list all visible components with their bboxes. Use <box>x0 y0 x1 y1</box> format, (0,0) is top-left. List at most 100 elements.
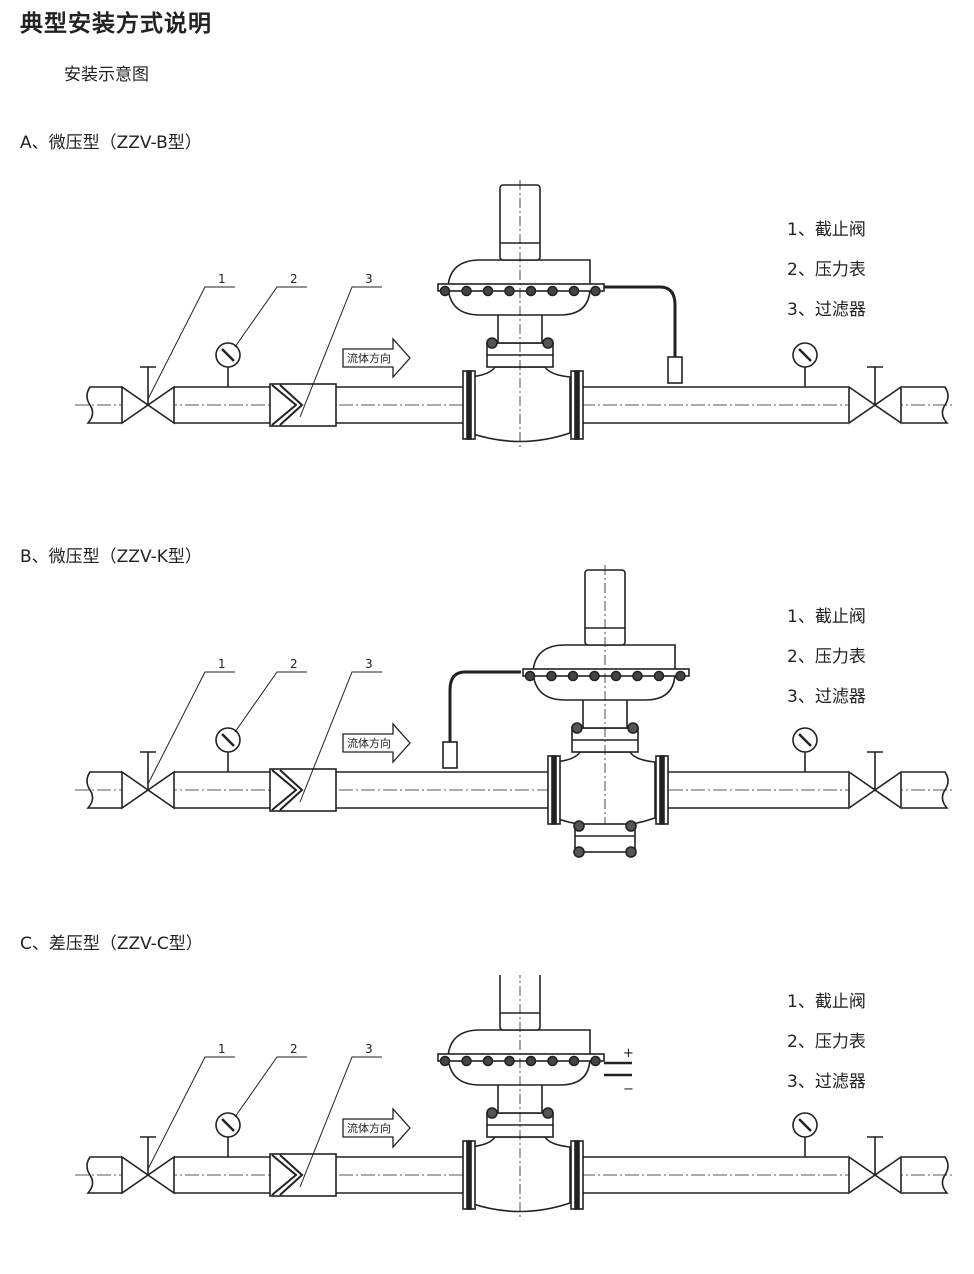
globe-valve-outlet <box>848 1136 902 1195</box>
legend-a: 1、截止阀 2、压力表 3、过滤器 <box>787 210 866 330</box>
bolt-icon <box>627 722 639 734</box>
gauge-needle-icon <box>798 348 812 362</box>
diagram-b: 流体方向 1 2 3 <box>75 565 952 858</box>
diaphragm-flange <box>522 668 690 677</box>
bolt-icon <box>571 722 583 734</box>
bolt-icon <box>573 820 585 832</box>
bolt-icon <box>546 670 557 682</box>
valve-stem-icon <box>140 1136 156 1175</box>
bolt-icon <box>589 670 600 682</box>
pressure-regulator <box>437 975 605 1220</box>
section-c-label: C、差压型（ZZV-C型） <box>20 934 203 954</box>
callout-leader-1 <box>147 671 235 785</box>
globe-valve-outlet <box>848 366 902 425</box>
lower-bonnet <box>574 823 636 853</box>
gauge-needle-icon <box>221 1118 235 1132</box>
callout-leader-3 <box>299 671 382 803</box>
bolt-icon <box>573 846 585 858</box>
bolt-icon <box>461 1055 472 1067</box>
bolt-icon <box>439 285 451 297</box>
minus-port-label: − <box>623 1082 634 1097</box>
outlet-pipe-stub <box>902 771 949 809</box>
legend-item-globe-valve: 1、截止阀 <box>787 992 866 1012</box>
bolt-icon <box>547 285 558 297</box>
pressure-gauge-outlet <box>792 1112 818 1157</box>
flange-gasket <box>574 1140 580 1210</box>
callout-leader-1 <box>147 286 235 400</box>
bolt-icon <box>482 285 494 297</box>
callout-leader-3 <box>299 286 382 418</box>
legend-item-pressure-gauge: 2、压力表 <box>787 1032 866 1052</box>
callout-number-3: 3 <box>365 272 373 286</box>
bolt-icon <box>653 670 665 682</box>
pressure-gauge-inlet <box>215 727 241 772</box>
filter-screen-icon <box>271 769 304 811</box>
legend-b: 1、截止阀 2、压力表 3、过滤器 <box>787 597 866 717</box>
bolt-icon <box>675 670 686 682</box>
legend-item-pressure-gauge: 2、压力表 <box>787 647 866 667</box>
flange-gasket <box>574 370 580 440</box>
filter-screen-icon <box>271 1154 304 1196</box>
callout-number-1: 1 <box>218 1042 226 1056</box>
flow-direction-label: 流体方向 <box>347 351 391 365</box>
diaphragm-flange <box>437 1053 605 1062</box>
bolt-icon <box>482 1055 494 1067</box>
valve-stem-icon <box>140 751 156 790</box>
flange-gasket <box>551 755 557 825</box>
legend-item-filter: 3、过滤器 <box>787 687 866 707</box>
globe-valve-outlet <box>848 751 902 810</box>
bolt-icon <box>542 337 554 349</box>
flow-direction-arrow-icon <box>342 722 411 764</box>
callout-leader-1 <box>147 1056 235 1170</box>
flange-gasket <box>466 1140 472 1210</box>
page-title: 典型安装方式说明 <box>20 11 212 37</box>
filter-screen-icon <box>271 384 304 426</box>
globe-valve-inlet <box>121 366 175 425</box>
legend-c: 1、截止阀 2、压力表 3、过滤器 <box>787 982 866 1102</box>
pressure-gauge-inlet <box>215 342 241 387</box>
inlet-pipe-stub <box>86 1156 122 1194</box>
globe-valve-inlet <box>121 1136 175 1195</box>
pressure-gauge-outlet <box>792 727 818 772</box>
flow-direction-label: 流体方向 <box>347 736 391 750</box>
flow-direction-label: 流体方向 <box>347 1121 391 1135</box>
gauge-needle-icon <box>221 348 235 362</box>
bolt-icon <box>504 285 515 297</box>
bolt-icon <box>504 1055 515 1067</box>
subtitle: 安装示意图 <box>64 65 149 85</box>
callout-number-1: 1 <box>218 657 226 671</box>
bolt-icon <box>590 285 601 297</box>
valve-stem-icon <box>867 1136 883 1175</box>
outlet-pipe-stub <box>902 1156 949 1194</box>
bolt-icon <box>542 1107 554 1119</box>
bolt-icon <box>590 1055 601 1067</box>
sensing-fitting-icon <box>667 356 683 384</box>
bolt-icon <box>525 285 537 297</box>
flow-direction-arrow-icon <box>342 337 411 379</box>
bolt-icon <box>625 820 637 832</box>
bolt-icon <box>461 285 472 297</box>
outlet-pipe-stub <box>902 386 949 424</box>
callout-number-2: 2 <box>290 1042 298 1056</box>
valve-stem-icon <box>867 366 883 405</box>
legend-item-globe-valve: 1、截止阀 <box>787 607 866 627</box>
legend-item-filter: 3、过滤器 <box>787 1072 866 1092</box>
legend-item-pressure-gauge: 2、压力表 <box>787 260 866 280</box>
bolt-icon <box>525 1055 537 1067</box>
pressure-regulator <box>437 180 605 450</box>
callout-number-3: 3 <box>365 657 373 671</box>
gauge-needle-icon <box>798 1118 812 1132</box>
globe-valve-inlet <box>121 751 175 810</box>
pressure-gauge-inlet <box>215 1112 241 1157</box>
bolt-icon <box>547 1055 558 1067</box>
valve-stem-icon <box>867 751 883 790</box>
sensing-line <box>604 285 677 357</box>
legend-item-globe-valve: 1、截止阀 <box>787 220 866 240</box>
callout-leader-3 <box>299 1056 382 1188</box>
callout-leader-2 <box>234 1056 307 1118</box>
plus-port-label: + <box>623 1046 634 1061</box>
callout-number-2: 2 <box>290 657 298 671</box>
differential-pressure-lines <box>604 1061 632 1077</box>
